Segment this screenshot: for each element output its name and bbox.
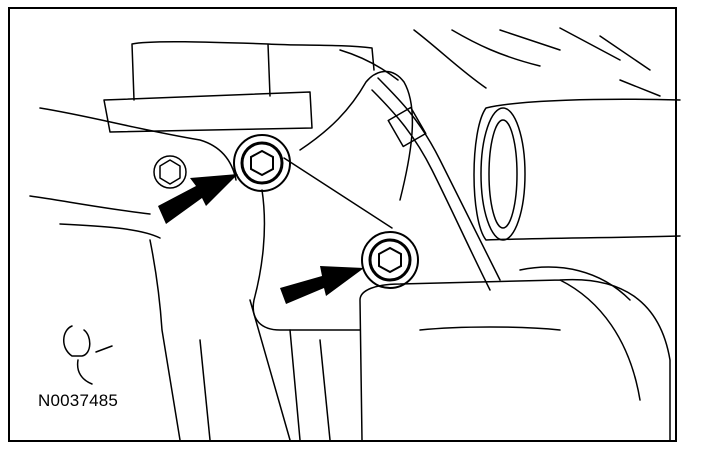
hose-end xyxy=(480,107,526,241)
figure-reference-number: N0037485 xyxy=(38,391,119,410)
lower-block-detail xyxy=(419,266,631,331)
flange-bolt xyxy=(153,155,187,189)
hook-bracket xyxy=(63,325,113,385)
lower-hex-bolt xyxy=(361,231,419,289)
figure-frame xyxy=(8,7,677,442)
lower-left-structure xyxy=(149,239,331,441)
upper-hex-bolt xyxy=(233,134,291,192)
wiring-harness xyxy=(371,77,501,291)
left-body-outline xyxy=(29,107,237,239)
upper-housing-rib xyxy=(339,27,661,97)
arrow-icon xyxy=(158,174,238,224)
harness-connector xyxy=(387,106,427,148)
upper-housing-outline xyxy=(131,40,375,101)
lower-block xyxy=(359,278,671,441)
arrow-icon xyxy=(280,266,364,304)
bracket-outline xyxy=(252,70,414,331)
